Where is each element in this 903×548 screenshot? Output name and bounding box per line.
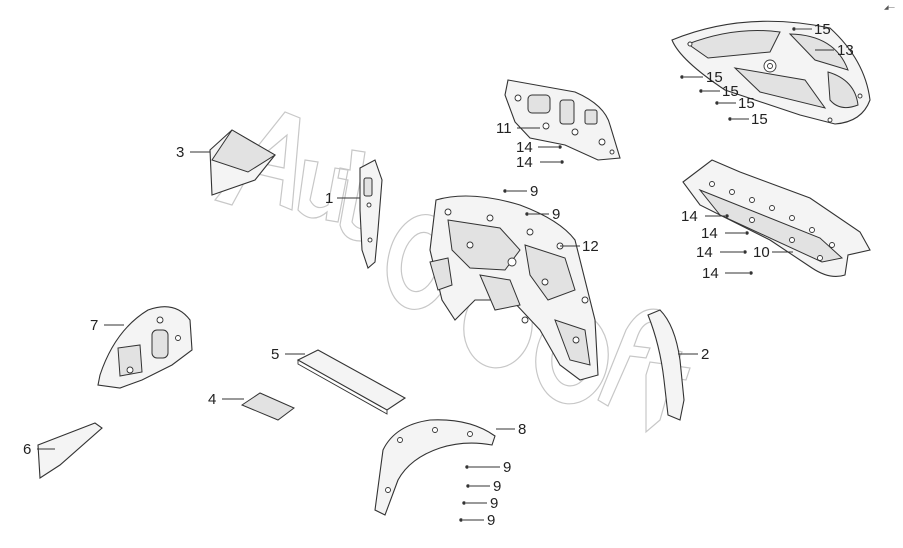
callout-15: 15 — [722, 83, 739, 100]
callout-14: 14 — [681, 208, 698, 225]
callout-3: 3 — [176, 144, 184, 161]
part-1-vertical-bracket — [359, 159, 383, 269]
leader-lines — [37, 28, 834, 521]
callout-14: 14 — [516, 139, 533, 156]
callout-9: 9 — [530, 183, 538, 200]
firewall-pad-holes — [444, 208, 589, 344]
callout-7: 7 — [90, 317, 98, 334]
callout-14: 14 — [696, 244, 713, 261]
callout-15: 15 — [706, 69, 723, 86]
callout-15: 15 — [814, 21, 831, 38]
part-10-long-crossmember — [682, 159, 871, 277]
part-3-wedge-block — [209, 129, 276, 196]
callout-12: 12 — [582, 238, 599, 255]
part-7-left-arch-liner — [97, 306, 193, 389]
callout-14: 14 — [701, 225, 718, 242]
callout-1: 1 — [325, 190, 333, 207]
callout-6: 6 — [23, 441, 31, 458]
callout-13: 13 — [837, 42, 854, 59]
part-11-grid-panel — [504, 79, 621, 161]
callout-9: 9 — [487, 512, 495, 529]
part-5-flat-sheet — [296, 349, 407, 415]
fastener-dots — [459, 27, 796, 522]
callout-labels: 15 13 15 15 15 15 11 14 14 3 1 9 9 12 14… — [23, 21, 854, 529]
callout-15: 15 — [738, 95, 755, 112]
corner-mark: ◢— — [884, 5, 895, 11]
callout-2: 2 — [701, 346, 709, 363]
part-4-small-pad — [240, 392, 295, 421]
part-2-curved-strip — [647, 309, 685, 421]
part-8-lower-arch-liner — [374, 419, 496, 516]
part-6-lower-left-strip — [37, 422, 103, 479]
callout-9: 9 — [493, 478, 501, 495]
part-12-central-firewall-pad — [429, 195, 599, 381]
crossmember-holes — [709, 181, 835, 261]
callout-9: 9 — [490, 495, 498, 512]
callout-8: 8 — [518, 421, 526, 438]
callout-14: 14 — [516, 154, 533, 171]
callout-4: 4 — [208, 391, 216, 408]
callout-15: 15 — [751, 111, 768, 128]
callout-11: 11 — [496, 120, 512, 137]
callout-5: 5 — [271, 346, 279, 363]
callout-14: 14 — [702, 265, 719, 282]
callout-9: 9 — [552, 206, 560, 223]
part-13-upper-panel — [671, 20, 871, 125]
callout-9: 9 — [503, 459, 511, 476]
callout-10: 10 — [753, 244, 770, 261]
